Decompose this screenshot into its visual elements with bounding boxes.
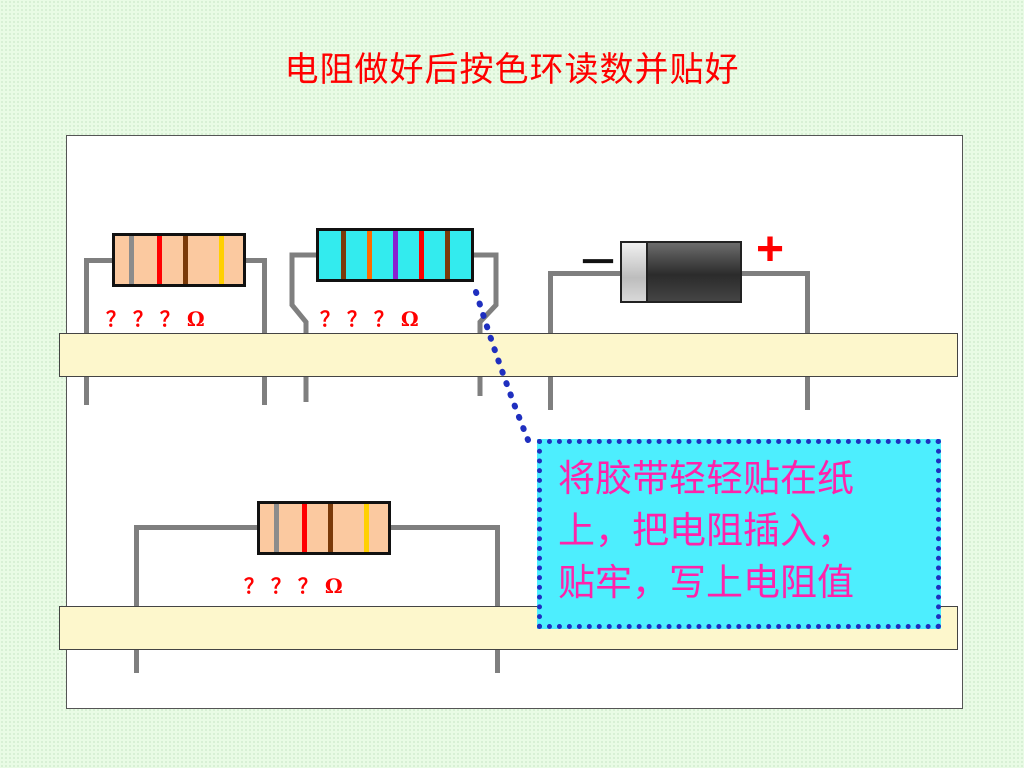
diode-lead-right-h (740, 271, 810, 276)
resistor-3-band-2 (302, 504, 307, 552)
resistor-3-band-3 (328, 504, 333, 552)
resistor-2-band-2 (367, 231, 372, 279)
resistor-3-band-1 (274, 504, 279, 552)
diode-minus-sign: － (578, 241, 618, 285)
resistor-1-band-2 (157, 236, 162, 284)
resistor-1-lead-right-h (243, 258, 267, 263)
resistor-2 (316, 228, 474, 282)
resistor-3-lead-right-h (388, 525, 500, 530)
diode-lead-left-h (548, 271, 622, 276)
resistor-2-band-3 (393, 231, 398, 279)
resistor-2-value-label: ？ ？ ？ Ω (320, 307, 419, 331)
resistor-1-lead-left-h (84, 258, 114, 263)
resistor-1 (112, 233, 246, 287)
resistor-2-band-4 (419, 231, 424, 279)
resistor-3-value-label: ？ ？ ？ Ω (244, 574, 343, 598)
resistor-2-band-5 (445, 231, 450, 279)
resistor-2-band-1 (341, 231, 346, 279)
resistor-1-band-1 (129, 236, 134, 284)
diode-cathode-band (620, 241, 648, 303)
instruction-note: 将胶带轻轻贴在纸 上，把电阻插入， 贴牢，写上电阻值 (537, 439, 941, 629)
resistor-3-lead-right-v (495, 525, 500, 673)
resistor-3-lead-left-v (134, 525, 139, 673)
resistor-1-lead-left-v (84, 258, 89, 405)
tape-strip-top (59, 333, 958, 377)
diode-plus-sign: + (756, 223, 785, 276)
resistor-3 (257, 501, 391, 555)
resistor-1-band-4 (219, 236, 224, 284)
resistor-1-band-3 (183, 236, 188, 284)
resistor-1-lead-right-v (262, 258, 267, 405)
page-title: 电阻做好后按色环读数并贴好 (284, 50, 740, 90)
resistor-1-value-label: ？ ？ ？ Ω (106, 307, 205, 331)
resistor-3-band-4 (364, 504, 369, 552)
resistor-3-lead-left-h (134, 525, 260, 530)
